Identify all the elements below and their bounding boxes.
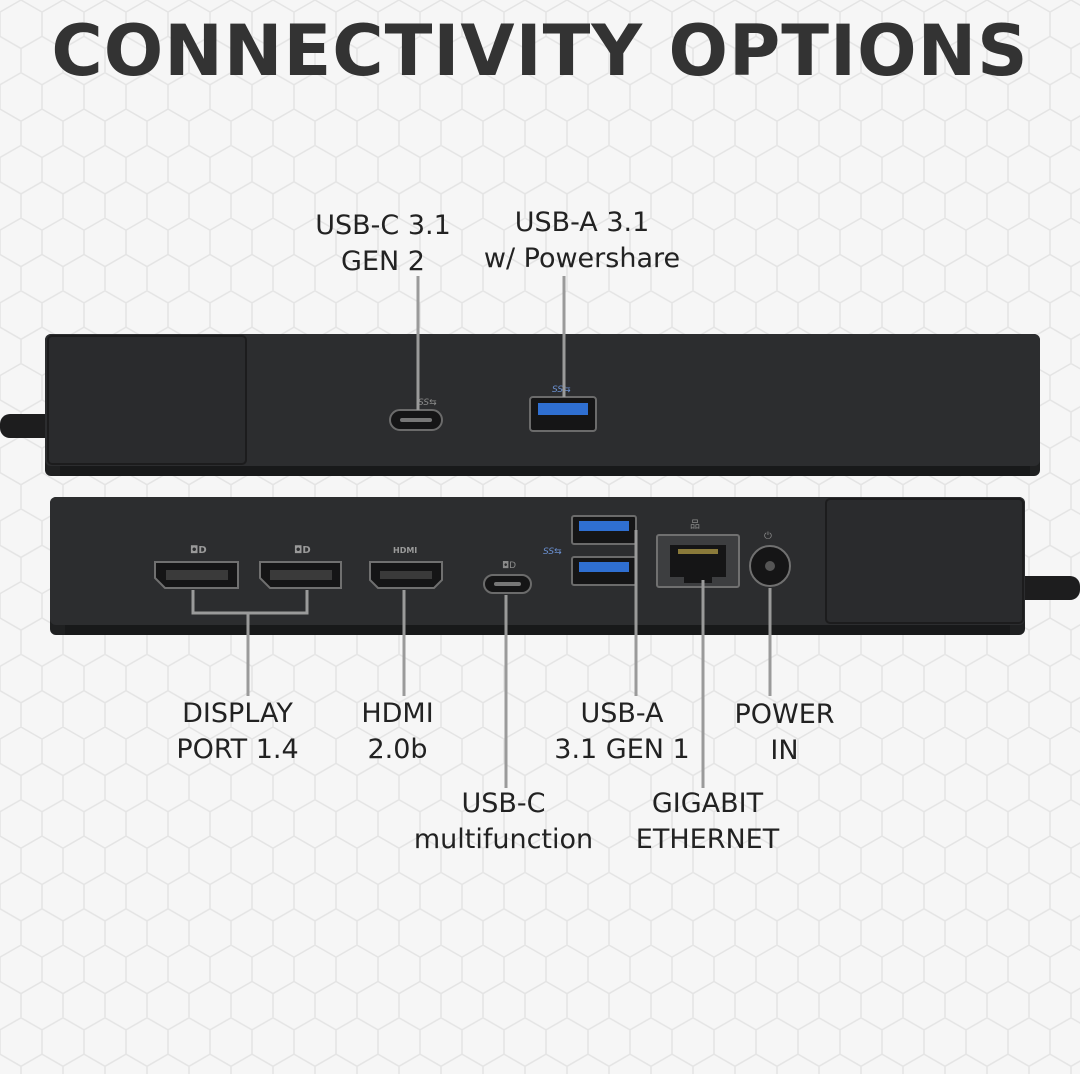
label-usbc-rear-line1: USB-C [461, 788, 546, 819]
hdmi-mark: HDMI [393, 546, 417, 555]
label-power-line2: IN [770, 735, 799, 766]
usba-rear-mark: SS⇆ [543, 547, 562, 557]
label-usba-front: USB-A 3.1 w/ Powershare [462, 205, 702, 277]
label-displayport: DISPLAY PORT 1.4 [160, 696, 315, 768]
displayport-1-mark: ◘D [190, 545, 207, 556]
label-ethernet-line1: GIGABIT [651, 788, 764, 819]
label-displayport-line2: PORT 1.4 [176, 734, 299, 765]
label-usbc-front-line2: GEN 2 [341, 246, 425, 277]
usbc-rear-mark: ◘D [502, 561, 516, 571]
displayport-2-mark: ◘D [294, 545, 311, 556]
power-plug-icon: ⏻ [764, 531, 772, 542]
usbc-front-mark: SS⇆ [418, 398, 437, 408]
dock-front: SS⇆ SS⇆ [45, 334, 1040, 476]
label-hdmi-line2: 2.0b [367, 734, 428, 765]
right-cable [1015, 576, 1080, 600]
label-hdmi-line1: HDMI [361, 698, 434, 729]
ethernet-icon: 品 [690, 519, 700, 531]
label-usba-front-line1: USB-A 3.1 [514, 207, 650, 238]
label-usbc-front-line1: USB-C 3.1 [315, 210, 451, 241]
label-usba-rear-line1: USB-A [580, 698, 664, 729]
label-power-line1: POWER [734, 699, 835, 730]
label-ethernet-line2: ETHERNET [635, 824, 780, 855]
label-hdmi: HDMI 2.0b [345, 696, 450, 768]
leader-displayport-bracket [191, 590, 309, 615]
label-usba-front-line2: w/ Powershare [483, 243, 681, 274]
label-displayport-line1: DISPLAY [182, 698, 293, 729]
page-title: CONNECTIVITY OPTIONS [51, 10, 1029, 92]
dock-rear: ◘D ◘D HDMI ◘D SS⇆ 品 ⏻ [50, 497, 1025, 635]
label-usbc-rear: USB-C multifunction [396, 786, 611, 858]
label-usbc-front: USB-C 3.1 GEN 2 [298, 208, 468, 280]
label-usbc-rear-line2: multifunction [413, 824, 594, 855]
usba-front-mark: SS⇆ [552, 385, 571, 395]
leader-lines [191, 276, 772, 788]
label-usba-rear-line2: 3.1 GEN 1 [554, 734, 690, 765]
label-power: POWER IN [722, 697, 847, 769]
label-usba-rear: USB-A 3.1 GEN 1 [552, 696, 692, 768]
label-ethernet: GIGABIT ETHERNET [630, 786, 785, 858]
